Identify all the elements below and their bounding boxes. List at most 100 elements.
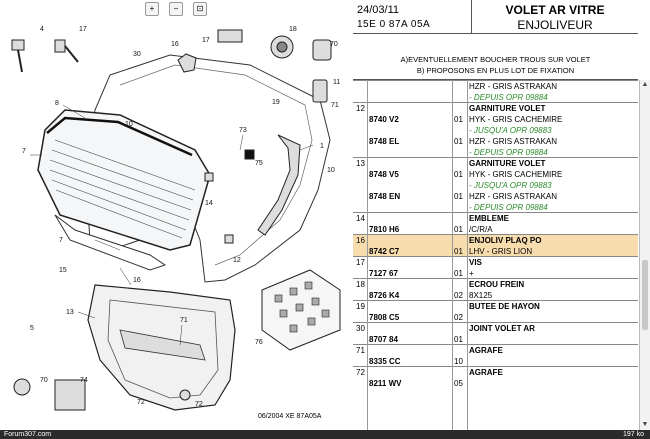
description: ENJOLIV PLAQ PO <box>469 236 542 245</box>
part-number: 8748 EN <box>369 192 401 201</box>
row-line: 18 ECROU FREIN <box>353 279 638 290</box>
description: HYK - GRIS CACHEMIRE <box>469 115 563 124</box>
description: BUTEE DE HAYON <box>469 302 540 311</box>
description: 8X125 <box>469 291 493 300</box>
description: - DEPUIS OPR 09884 <box>469 148 548 157</box>
description: HZR - GRIS ASTRAKAN <box>469 82 558 91</box>
parts-diagram: 4 17 18 70 5 8 30 17 19 16 10 73 11 75 7… <box>11 2 341 420</box>
zoom-in-icon[interactable]: + <box>145 2 159 16</box>
exploded-view-drawing: 4 17 18 70 5 8 30 17 19 16 10 73 11 75 7… <box>11 26 341 411</box>
scrollbar-thumb[interactable] <box>642 260 648 330</box>
description: HYK - GRIS CACHEMIRE <box>469 170 563 179</box>
part-number: 8726 K4 <box>369 291 400 300</box>
svg-text:71: 71 <box>331 102 339 109</box>
parts-list-panel: 24/03/11 15E 0 87A 05A VOLET AR VITRE EN… <box>353 0 650 430</box>
item-number: 72 <box>356 368 365 377</box>
svg-text:10: 10 <box>125 121 133 128</box>
table-row[interactable]: 18 ECROU FREIN 8726 K4 02 8X125 <box>353 278 638 301</box>
description: GARNITURE VOLET <box>469 159 546 168</box>
svg-text:16: 16 <box>171 41 179 48</box>
row-line: - DEPUIS OPR 09884 <box>353 147 638 158</box>
description: + <box>469 269 474 278</box>
header-reference: 15E 0 87A 05A <box>357 19 431 30</box>
svg-text:10: 10 <box>327 167 335 174</box>
quantity: 01 <box>454 137 463 146</box>
svg-text:74: 74 <box>80 377 88 384</box>
description: VIS <box>469 258 482 267</box>
row-line: 8748 EL 01 HZR - GRIS ASTRAKAN <box>353 136 638 147</box>
note-b: B) PROPOSONS EN PLUS LOT DE FIXATION <box>416 66 575 75</box>
header-divider <box>471 0 472 33</box>
row-line: 8726 K4 02 8X125 <box>353 290 638 301</box>
description: JOINT VOLET AR <box>469 324 535 333</box>
item-number: 17 <box>356 258 365 267</box>
svg-text:7: 7 <box>22 148 26 155</box>
description: - JUSQU'A OPR 09883 <box>469 181 552 190</box>
row-line: 8748 EN 01 HZR - GRIS ASTRAKAN <box>353 191 638 202</box>
header-date: 24/03/11 <box>357 4 400 16</box>
zoom-out-icon[interactable]: − <box>169 2 183 16</box>
description: HZR - GRIS ASTRAKAN <box>469 192 558 201</box>
scroll-down-icon[interactable]: ▼ <box>641 421 649 428</box>
scrollbar[interactable]: ▲ ▼ <box>639 80 650 430</box>
quantity: 01 <box>454 247 463 256</box>
svg-text:14: 14 <box>205 200 213 207</box>
description: - JUSQU'A OPR 09883 <box>469 126 552 135</box>
svg-text:75: 75 <box>255 160 263 167</box>
part-number: 7127 67 <box>369 269 398 278</box>
item-number: 13 <box>356 159 365 168</box>
row-line: - JUSQU'A OPR 09883 <box>353 125 638 136</box>
svg-text:1: 1 <box>320 143 324 150</box>
part-number: 8748 V5 <box>369 170 399 179</box>
part-number: 7808 C5 <box>369 313 400 322</box>
quantity: 02 <box>454 313 463 322</box>
part-number: 8211 WV <box>369 379 402 388</box>
scroll-up-icon[interactable]: ▲ <box>641 81 649 88</box>
description: /C/R/A <box>469 225 493 234</box>
svg-text:30: 30 <box>133 51 141 58</box>
row-line: 17 VIS <box>353 257 638 268</box>
row-line: - DEPUIS OPR 09884 <box>353 92 638 103</box>
description: ECROU FREIN <box>469 280 525 289</box>
svg-text:72: 72 <box>195 401 203 408</box>
screw-hardware <box>11 29 332 411</box>
description: - DEPUIS OPR 09884 <box>469 203 548 212</box>
item-number: 12 <box>356 104 365 113</box>
part-number: 8748 EL <box>369 137 400 146</box>
fit-view-icon[interactable]: ⊡ <box>193 2 207 16</box>
page-title: VOLET AR VITRE <box>505 3 605 17</box>
table-row[interactable]: HZR - GRIS ASTRAKAN- DEPUIS OPR 09884 <box>353 80 638 103</box>
notes-box: A)EVENTUELLEMENT BOUCHER TROUS SUR VOLET… <box>353 33 638 80</box>
svg-text:13: 13 <box>66 309 74 316</box>
column-divider <box>467 80 468 430</box>
row-line: HZR - GRIS ASTRAKAN <box>353 81 638 92</box>
svg-text:17: 17 <box>79 26 87 33</box>
item-number: 18 <box>356 280 365 289</box>
status-size: 197 ko <box>622 431 644 438</box>
description: HZR - GRIS ASTRAKAN <box>469 137 558 146</box>
row-line: - JUSQU'A OPR 09883 <box>353 180 638 191</box>
quantity: 01 <box>454 115 463 124</box>
quantity: 02 <box>454 291 463 300</box>
part-number: 8742 C7 <box>369 247 400 256</box>
parts-header: 24/03/11 15E 0 87A 05A VOLET AR VITRE EN… <box>353 0 638 34</box>
quantity: 01 <box>454 192 463 201</box>
